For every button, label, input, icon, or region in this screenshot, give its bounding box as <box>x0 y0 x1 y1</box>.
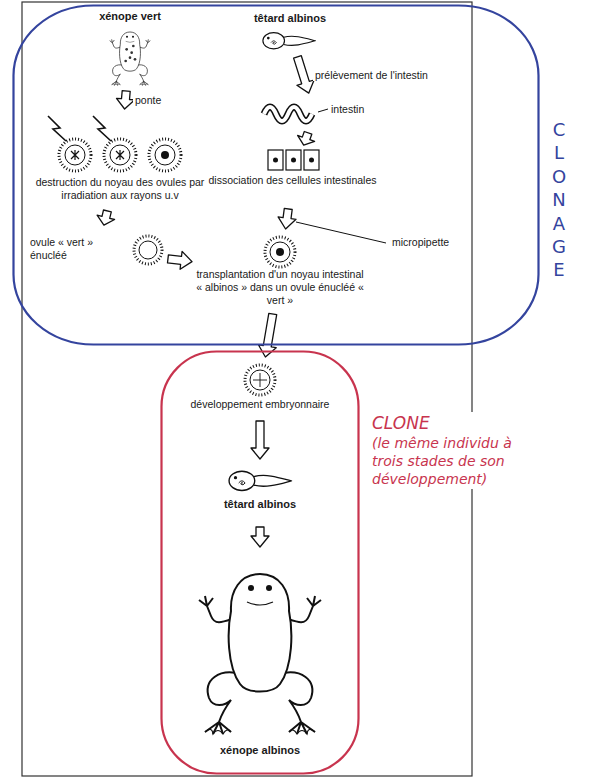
leader-line <box>296 222 386 243</box>
text-group: têtard albinos <box>200 498 320 512</box>
part-label: micropipette <box>390 236 451 248</box>
ovules <box>48 116 181 171</box>
handwritten-note: (le même individu à trois stades de son … <box>372 434 522 489</box>
block-arrow <box>298 132 315 146</box>
text-group: transplantation d'un noyau intestinal « … <box>195 268 365 307</box>
text-group: développement embryonnaire <box>190 398 330 411</box>
intestinal-cells <box>268 150 319 170</box>
stage-box: xénope vert <box>70 10 190 88</box>
part-label: intestin <box>331 103 375 116</box>
handwritten-note: CLONE <box>372 412 522 434</box>
intestine <box>264 107 328 121</box>
stage-caption: développement embryonnaire <box>190 398 330 411</box>
region-outline-shape <box>160 350 360 775</box>
text-group: CLONAGE <box>550 118 568 282</box>
handwritten-heading: CLONAGE <box>550 118 568 282</box>
embryo <box>245 365 275 395</box>
block-arrow <box>278 208 296 229</box>
albino-tadpole <box>263 33 315 49</box>
region-outline-path <box>14 6 539 345</box>
stage-box: développement embryonnaire <box>190 360 330 418</box>
stage-box: destruction du noyau des ovules par irra… <box>35 112 205 208</box>
stage-title: xénope albinos <box>185 744 335 758</box>
stage-box: dissociation des cellules intestinales <box>200 148 385 206</box>
albino-frog <box>199 574 321 734</box>
block-arrow <box>97 210 115 225</box>
stage-title: xénope vert <box>70 10 190 24</box>
text-group: têtard albinos <box>225 12 355 26</box>
albino-tadpole <box>229 471 291 490</box>
block-arrow <box>294 56 315 93</box>
stage-box: têtard albinos <box>225 12 355 54</box>
green-frog <box>110 32 151 85</box>
block-arrow <box>251 421 269 459</box>
region-outline: CLONE(le même individu à trois stades de… <box>160 350 360 775</box>
stage-title: têtard albinos <box>225 12 355 26</box>
region-outline: CLONAGExénope verttêtard albinosdestruct… <box>12 4 540 346</box>
text-group: CLONE(le même individu à trois stades de… <box>372 412 522 489</box>
stage-box: xénope albinos <box>185 550 335 764</box>
arrow-label: prélèvement de l'intestin <box>313 69 430 81</box>
figure-frame <box>22 2 472 776</box>
stage-title: têtard albinos <box>200 498 320 512</box>
stage-box: ovule « vert » énucléé <box>30 228 165 274</box>
text-group: ovule « vert » énucléé <box>30 236 118 262</box>
stage-caption: dissociation des cellules intestinales <box>200 174 385 187</box>
stage-box: transplantation d'un noyau intestinal « … <box>195 232 365 311</box>
block-arrow <box>117 91 135 109</box>
region-outline-path <box>162 352 359 774</box>
stage-box: intestin <box>255 96 375 130</box>
text-group: dissociation des cellules intestinales <box>200 174 385 187</box>
text-group: xénope albinos <box>185 744 335 758</box>
stage-caption: ovule « vert » énucléé <box>30 236 118 262</box>
block-arrow <box>251 527 269 547</box>
enucleated-ovule <box>134 236 162 264</box>
leader-line <box>318 109 328 112</box>
text-group: destruction du noyau des ovules par irra… <box>35 176 205 202</box>
text-group: xénope vert <box>70 10 190 24</box>
stage-caption: transplantation d'un noyau intestinal « … <box>195 268 365 307</box>
text-group: intestin <box>331 103 375 116</box>
block-arrow <box>168 251 193 269</box>
stage-caption: destruction du noyau des ovules par irra… <box>35 176 205 202</box>
arrow-label: ponte <box>133 94 163 106</box>
transplanted-ovule <box>265 237 295 267</box>
stage-box: têtard albinos <box>200 462 320 524</box>
